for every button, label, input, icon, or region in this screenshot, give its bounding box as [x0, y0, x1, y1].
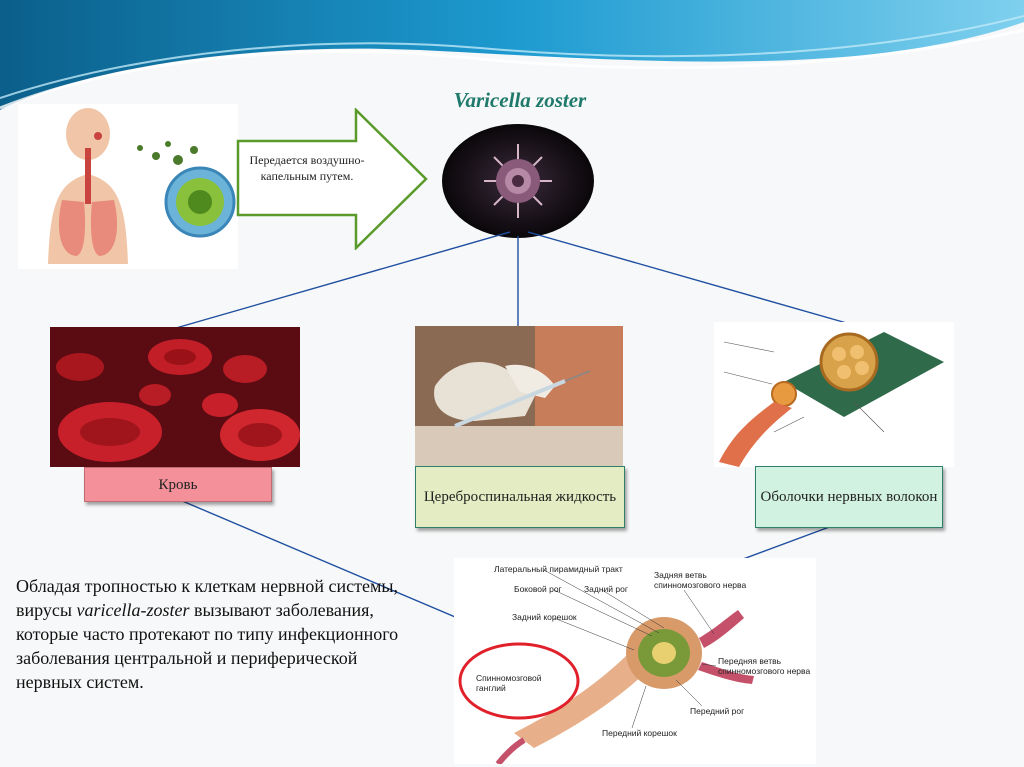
blood-cells-image [50, 327, 300, 467]
spinal-cord-illustration [495, 569, 754, 764]
paragraph-part1: Обладая тропностью к клеткам нервной сис… [16, 576, 398, 620]
paragraph-part2: вызывают заболевания, которые часто прот… [16, 600, 399, 692]
paragraph-italic: varicella-zoster [76, 600, 190, 620]
csf-puncture-image [415, 326, 623, 467]
nerve-fiber-image [714, 322, 954, 467]
spinal-cord-diagram: Латеральный пирамидный тракт Боковой рог… [454, 558, 816, 764]
nerve-sheath-label: Оболочки нервных волокон [755, 466, 943, 528]
csf-label: Цереброспинальная жидкость [415, 466, 625, 528]
label-anterior-root: Передний корешок [602, 728, 677, 738]
label-spinal-ganglion: Спинномозговой ганглий [476, 673, 542, 693]
virus-image [442, 124, 594, 238]
page-title: Varicella zoster [453, 88, 587, 112]
label-posterior-horn: Задний рог [584, 584, 628, 594]
label-posterior-root: Задний корешок [512, 612, 577, 622]
label-anterior-branch: Передняя ветвь спинномозгового нерва [718, 656, 811, 676]
label-posterior-branch: Задняя ветвь спинномозгового нерва [654, 570, 747, 590]
blood-label: Кровь [84, 467, 272, 502]
header-wave [0, 0, 1024, 110]
respiratory-illustration [18, 104, 238, 269]
transmission-text: Передается воздушно-капельным путем. [249, 153, 365, 183]
transmission-arrow [236, 108, 428, 250]
label-lateral-horn: Боковой рог [514, 584, 562, 594]
ganglion-highlight [458, 642, 580, 720]
label-anterior-horn: Передний рог [690, 706, 745, 716]
label-lateral-tract: Латеральный пирамидный тракт [494, 564, 623, 574]
description-paragraph: Обладая тропностью к клеткам нервной сис… [16, 574, 406, 694]
